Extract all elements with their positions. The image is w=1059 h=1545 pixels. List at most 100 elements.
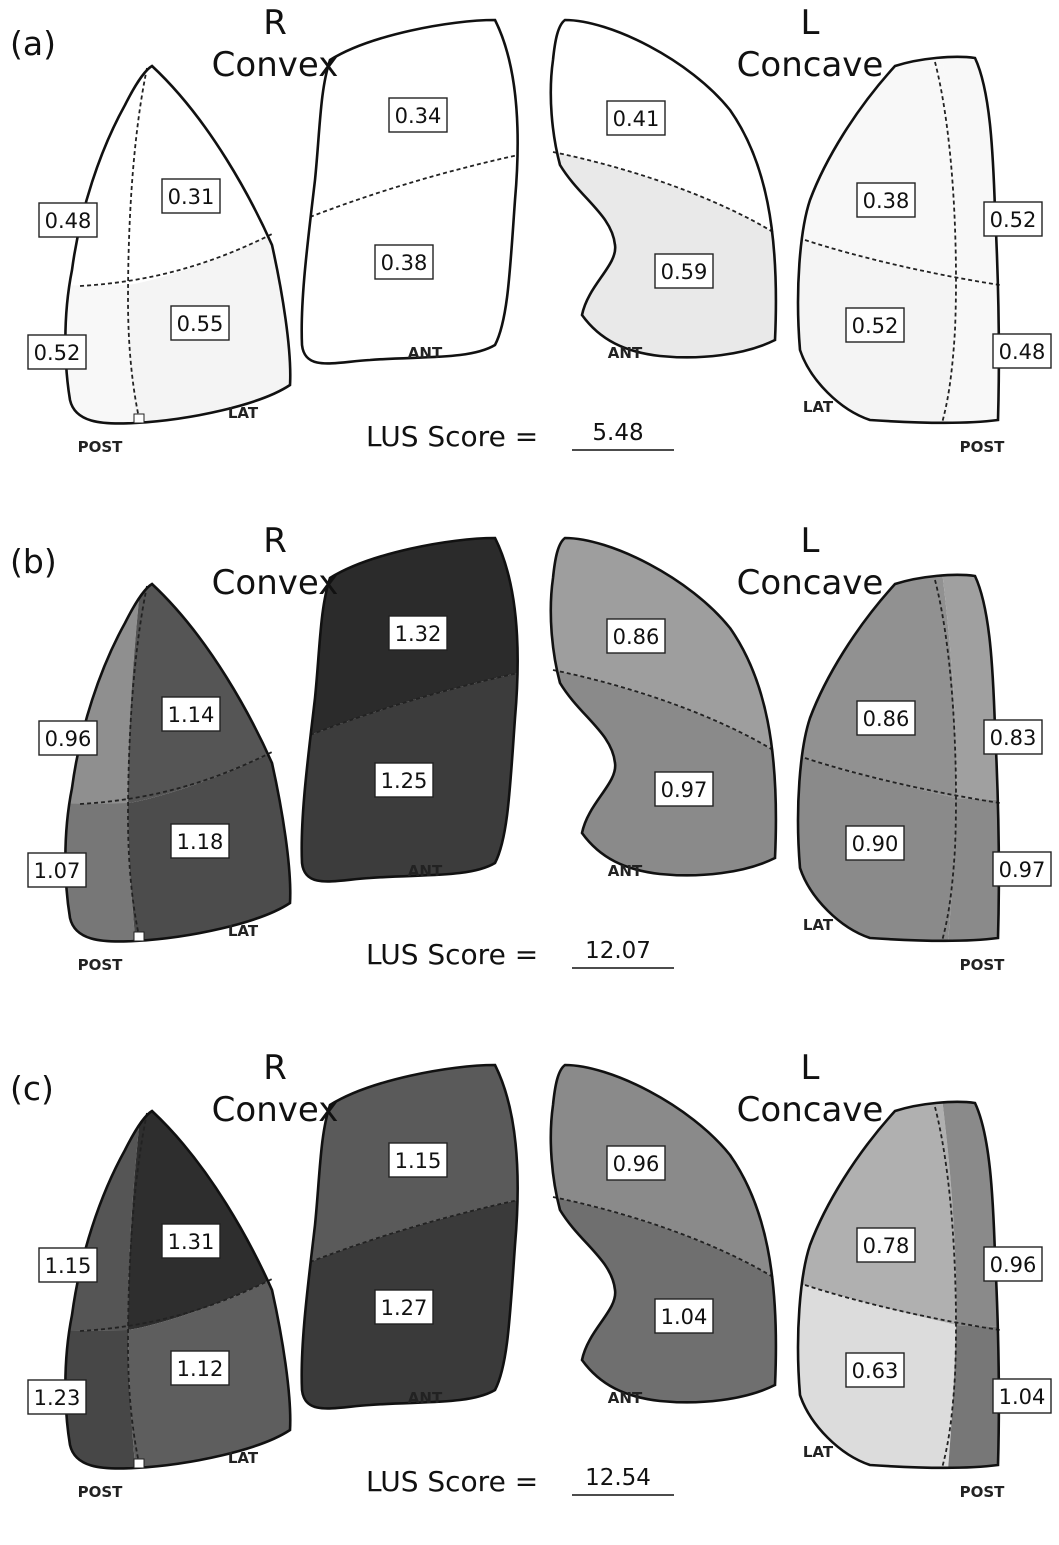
right-lung-letter: R (263, 3, 287, 43)
svg-text:1.25: 1.25 (381, 769, 428, 793)
svg-text:0.59: 0.59 (661, 260, 708, 284)
svg-text:0.55: 0.55 (177, 312, 224, 336)
value-label-l-ant-up: 0.86 (607, 619, 665, 653)
post-label-right: POST (78, 956, 124, 974)
ant-label-left: ANT (608, 862, 643, 880)
svg-text:1.27: 1.27 (381, 1296, 428, 1320)
value-label-l-lat-up: 0.86 (857, 701, 915, 735)
value-label-l-ant-up: 0.96 (607, 1146, 665, 1180)
value-label-r-post-up: 1.15 (39, 1248, 97, 1282)
svg-text:0.78: 0.78 (863, 1234, 910, 1258)
value-label-l-post-up: 0.52 (984, 202, 1042, 236)
svg-text:1.31: 1.31 (168, 1230, 215, 1254)
lus-score-label: LUS Score = (366, 420, 538, 453)
ant-label-left: ANT (608, 344, 643, 362)
svg-text:0.48: 0.48 (999, 340, 1046, 364)
svg-text:1.18: 1.18 (177, 830, 224, 854)
post-label-right: POST (78, 438, 124, 456)
value-label-l-lat-low: 0.63 (846, 1353, 904, 1387)
svg-text:1.07: 1.07 (34, 859, 81, 883)
panel-1: 0.96 1.07 1.14 1.18 1.32 1.25 0.86 0.97 0.86 0.90… (0, 518, 1059, 1018)
value-label-l-post-up: 0.96 (984, 1247, 1042, 1281)
value-label-l-lat-low: 0.52 (846, 308, 904, 342)
svg-text:0.34: 0.34 (395, 104, 442, 128)
right-lung-letter: R (263, 1048, 287, 1088)
value-label-r-ant-low: 1.27 (375, 1290, 433, 1324)
lus-score-value: 5.48 (592, 420, 643, 446)
value-label-r-post-up: 0.48 (39, 203, 97, 237)
value-label-l-lat-up: 0.38 (857, 183, 915, 217)
svg-text:1.15: 1.15 (45, 1254, 92, 1278)
svg-text:0.97: 0.97 (999, 858, 1046, 882)
svg-text:1.23: 1.23 (34, 1386, 81, 1410)
svg-text:0.52: 0.52 (852, 314, 899, 338)
svg-text:1.32: 1.32 (395, 622, 442, 646)
panel-letter: (b) (10, 542, 57, 581)
svg-text:0.90: 0.90 (852, 832, 899, 856)
left-lung-view: Concave (737, 1090, 884, 1130)
value-label-r-post-low: 1.23 (28, 1380, 86, 1414)
value-label-l-post-low: 0.48 (993, 334, 1051, 368)
panel-letter: (c) (10, 1069, 54, 1108)
svg-text:1.04: 1.04 (999, 1385, 1046, 1409)
value-label-r-ant-low: 1.25 (375, 763, 433, 797)
right-lung-letter: R (263, 521, 287, 561)
base-marker (134, 414, 144, 423)
left-lung-letter: L (801, 521, 820, 561)
value-label-l-lat-low: 0.90 (846, 826, 904, 860)
lung-map-svg: 0.96 1.07 1.14 1.18 1.32 1.25 0.86 0.97 0.86 0.90… (0, 518, 1059, 1018)
right-lung-view: Convex (212, 563, 339, 603)
svg-text:0.52: 0.52 (34, 341, 81, 365)
lung-map-svg: 1.15 1.23 1.31 1.12 1.15 1.27 0.96 1.04 0.78 0.63… (0, 1045, 1059, 1545)
lung-map-svg: 0.48 0.52 0.31 0.55 0.34 0.38 0.41 0.59 0.38 0.52… (0, 0, 1059, 500)
svg-text:1.14: 1.14 (168, 703, 215, 727)
lat-label-right: LAT (228, 922, 259, 940)
value-label-l-lat-up: 0.78 (857, 1228, 915, 1262)
left-lung-letter: L (801, 1048, 820, 1088)
lus-score-label: LUS Score = (366, 938, 538, 971)
svg-text:0.38: 0.38 (381, 251, 428, 275)
ant-label-right: ANT (408, 862, 443, 880)
svg-text:0.31: 0.31 (168, 185, 215, 209)
value-label-r-ant-low: 0.38 (375, 245, 433, 279)
panel-2: 1.15 1.23 1.31 1.12 1.15 1.27 0.96 1.04 0.78 0.63… (0, 1045, 1059, 1545)
panel-0: 0.48 0.52 0.31 0.55 0.34 0.38 0.41 0.59 0.38 0.52… (0, 0, 1059, 500)
panel-letter: (a) (10, 24, 56, 63)
value-label-r-ant-up: 1.32 (389, 616, 447, 650)
svg-text:1.04: 1.04 (661, 1305, 708, 1329)
value-label-l-post-low: 0.97 (993, 852, 1051, 886)
svg-text:0.41: 0.41 (613, 107, 660, 131)
svg-text:0.83: 0.83 (990, 726, 1037, 750)
svg-text:1.15: 1.15 (395, 1149, 442, 1173)
value-label-l-ant-up: 0.41 (607, 101, 665, 135)
value-label-l-post-low: 1.04 (993, 1379, 1051, 1413)
lat-label-right: LAT (228, 1449, 259, 1467)
value-label-l-ant-low: 0.59 (655, 254, 713, 288)
post-label-left: POST (960, 438, 1006, 456)
lat-label-left: LAT (803, 1443, 834, 1461)
lat-label-right: LAT (228, 404, 259, 422)
value-label-l-ant-low: 0.97 (655, 772, 713, 806)
value-label-l-ant-low: 1.04 (655, 1299, 713, 1333)
lus-score-value: 12.07 (585, 938, 651, 964)
lus-score-label: LUS Score = (366, 1465, 538, 1498)
svg-text:0.86: 0.86 (613, 625, 660, 649)
svg-text:0.96: 0.96 (45, 727, 92, 751)
lat-label-left: LAT (803, 916, 834, 934)
value-label-r-lat-low: 1.18 (171, 824, 229, 858)
left-lung-view: Concave (737, 563, 884, 603)
svg-text:0.86: 0.86 (863, 707, 910, 731)
value-label-r-ant-up: 1.15 (389, 1143, 447, 1177)
svg-text:0.96: 0.96 (613, 1152, 660, 1176)
svg-text:0.96: 0.96 (990, 1253, 1037, 1277)
lat-label-left: LAT (803, 398, 834, 416)
lus-score-value: 12.54 (585, 1465, 651, 1491)
ant-label-right: ANT (408, 1389, 443, 1407)
ant-label-left: ANT (608, 1389, 643, 1407)
left-lung-letter: L (801, 3, 820, 43)
base-marker (134, 1459, 144, 1468)
svg-text:0.52: 0.52 (990, 208, 1037, 232)
right-lung-view: Convex (212, 1090, 339, 1130)
value-label-r-ant-up: 0.34 (389, 98, 447, 132)
value-label-r-lat-low: 1.12 (171, 1351, 229, 1385)
